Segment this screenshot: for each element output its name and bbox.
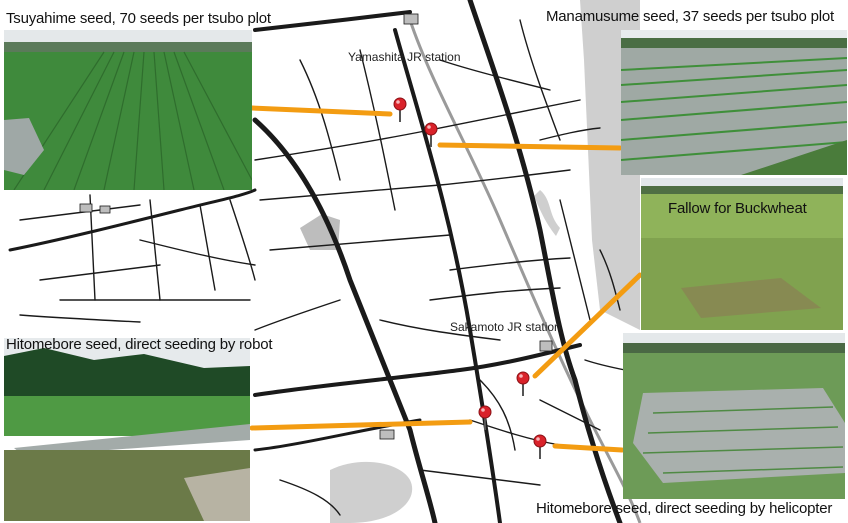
leader-manamusume — [437, 142, 623, 151]
map-pin-icon[interactable] — [423, 121, 439, 147]
caption-tsuyahime: Tsuyahime seed, 70 seeds per tsubo plot — [6, 10, 271, 27]
river-water — [534, 190, 560, 236]
map-pin-icon[interactable] — [532, 433, 548, 459]
major-road-west-lower — [8, 188, 257, 252]
leader-tsuyahime — [249, 105, 393, 117]
caption-robot: Hitomebore seed, direct seeding by robot — [6, 336, 273, 353]
photo-robot-field — [4, 338, 250, 521]
major-road-east — [467, 0, 623, 523]
lake-water — [330, 461, 413, 523]
major-road-south — [253, 343, 582, 397]
sakamoto-station-building — [539, 340, 553, 352]
photo-fallow-field — [641, 178, 843, 330]
railway — [408, 19, 642, 523]
leader-helicopter — [552, 443, 625, 453]
caption-helicopter: Hitomebore seed, direct seeding by helic… — [536, 500, 833, 517]
photo-helicopter-field — [623, 333, 845, 499]
major-road-central — [393, 28, 502, 523]
leader-robot — [249, 419, 473, 431]
caption-manamusume: Manamusume seed, 37 seeds per tsubo plot — [546, 8, 835, 25]
photo-tsuyahime-field — [4, 30, 252, 190]
station-label-sakamoto: Sakamoto JR station — [450, 320, 561, 334]
leader-fallow — [532, 272, 643, 379]
map-pin-icon[interactable] — [515, 370, 531, 396]
caption-fallow: Fallow for Buckwheat — [668, 200, 807, 217]
photo-manamusume-field — [621, 30, 847, 175]
station-label-yamashita: Yamashita JR station — [348, 50, 461, 64]
map-pin-icon[interactable] — [477, 404, 493, 430]
major-road-diagonal — [252, 117, 438, 523]
map-pin-icon[interactable] — [392, 96, 408, 122]
yamashita-station-building — [403, 13, 419, 25]
major-road-west — [253, 10, 412, 32]
